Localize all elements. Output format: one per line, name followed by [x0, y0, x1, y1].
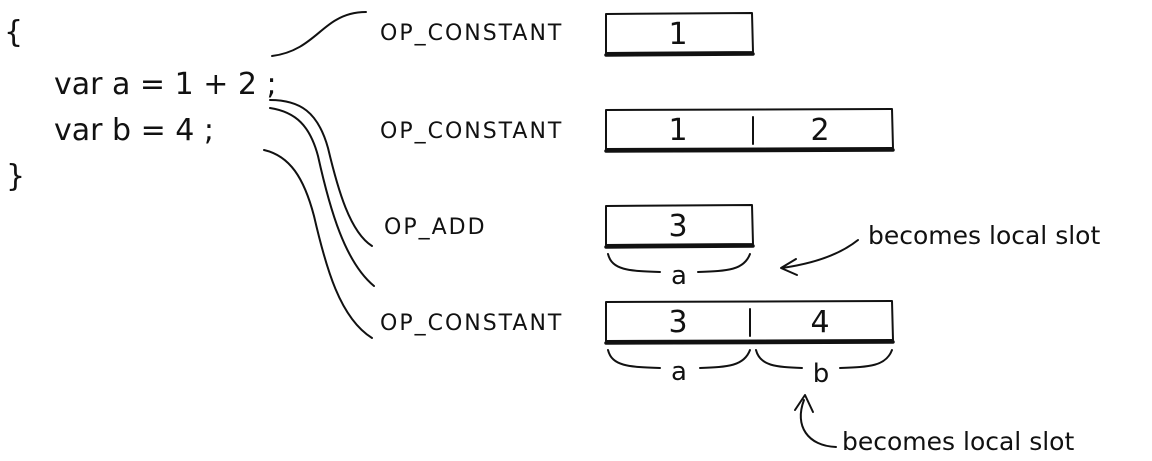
stack-box-row-4: [605, 300, 894, 342]
slot-brace-row-3-a-right: [697, 253, 751, 273]
close-brace: }: [6, 159, 25, 194]
slot-brace-row-4-b-right: [839, 349, 893, 369]
annotation-upper-text: becomes local slot: [868, 221, 1100, 250]
slot-label-row-4-b: b: [813, 359, 830, 389]
stack-row-4: 3 4 a b: [604, 300, 895, 389]
op-label-row-2: OP_CONSTANT: [380, 119, 563, 144]
stack-value-row-4-slot-2: 4: [810, 305, 829, 340]
connector-line1-to-add-a: [269, 99, 373, 247]
stack-base-row-4: [604, 340, 895, 345]
code-line-var-b: var b = 4 ;: [54, 113, 214, 148]
stack-box-row-3: [605, 204, 754, 246]
arrow-upper-head: [780, 258, 798, 276]
instruction-labels: OP_CONSTANT OP_CONSTANT OP_ADD OP_CONSTA…: [380, 21, 563, 336]
slot-brace-row-4-b-left: [755, 349, 803, 369]
stack-value-row-4-slot-1: 3: [668, 305, 687, 340]
slot-brace-row-3-a-left: [607, 253, 661, 273]
arrow-lower-head: [794, 394, 814, 413]
slot-label-row-3-a: a: [671, 261, 687, 291]
slot-label-row-4-a: a: [671, 357, 687, 387]
stack-value-row-3-slot-1: 3: [668, 209, 687, 244]
connector-line1-to-constant-1: [271, 11, 367, 57]
stack-value-row-2-slot-2: 2: [810, 113, 829, 148]
connector-line1-to-add-b: [269, 107, 375, 287]
stack-base-row-3: [604, 244, 755, 249]
op-label-row-4: OP_CONSTANT: [380, 311, 563, 336]
stack-row-1: 1: [604, 12, 755, 57]
stack-row-3: 3 a: [604, 204, 755, 291]
annotation-lower: becomes local slot: [794, 394, 1074, 456]
stack-value-row-2-slot-1: 1: [668, 113, 687, 148]
stack-box-row-1: [605, 12, 754, 54]
code-line-var-a: var a = 1 + 2 ;: [54, 67, 277, 102]
op-label-row-1: OP_CONSTANT: [380, 21, 563, 46]
slot-brace-row-4-a-left: [607, 349, 661, 369]
stack-value-row-1-slot-1: 1: [668, 17, 687, 52]
connector-curves: [263, 11, 375, 339]
annotation-upper: becomes local slot: [780, 221, 1100, 276]
stack-base-row-2: [604, 148, 895, 153]
annotation-lower-text: becomes local slot: [842, 427, 1074, 456]
slot-brace-row-4-a-right: [699, 349, 751, 369]
source-code: { var a = 1 + 2 ; var b = 4 ; }: [4, 15, 277, 194]
arrow-upper-shaft: [781, 239, 859, 269]
stack-row-2: 1 2: [604, 108, 895, 153]
open-brace: {: [4, 15, 23, 50]
arrow-lower-shaft: [799, 399, 837, 448]
connector-line2-to-constant-4: [263, 149, 373, 339]
stack-box-row-2: [605, 108, 894, 150]
stack-base-row-1: [604, 52, 755, 57]
op-label-row-3: OP_ADD: [384, 215, 487, 240]
